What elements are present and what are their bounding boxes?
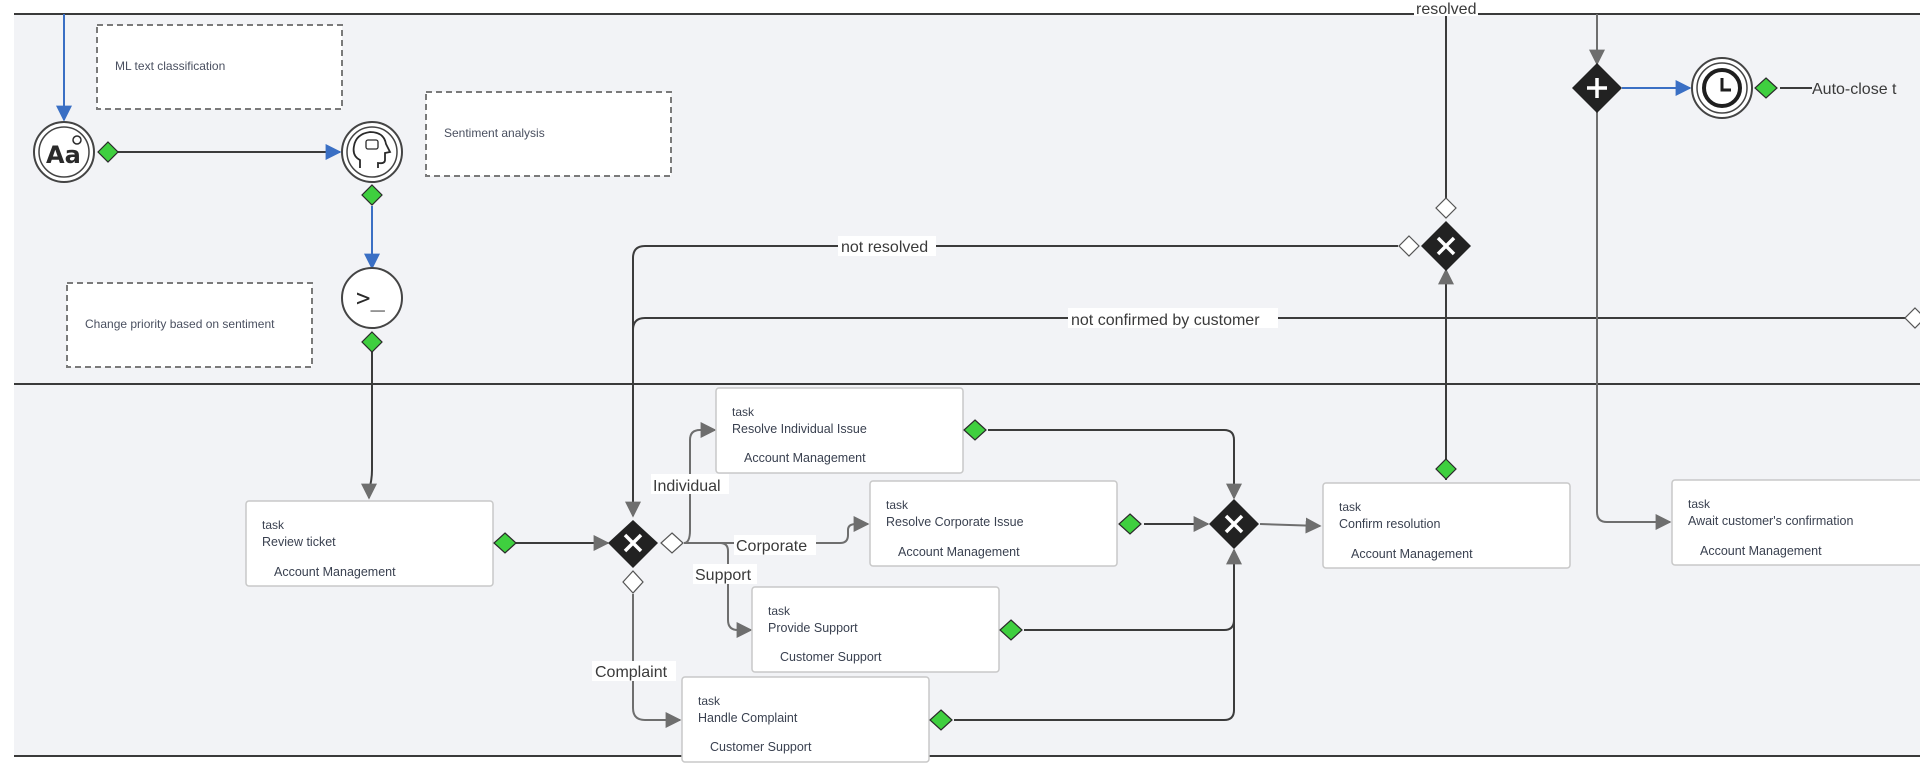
parallel-gateway[interactable] <box>1572 63 1622 113</box>
task-resolve-individual[interactable]: task Resolve Individual Issue Account Ma… <box>715 387 964 474</box>
ai-analysis-event[interactable] <box>341 121 403 183</box>
task-lane: Account Management <box>274 565 396 579</box>
port-timer-out[interactable] <box>1754 77 1778 99</box>
port-individual-out[interactable] <box>963 419 987 441</box>
port-complaint-out[interactable] <box>929 709 953 731</box>
port-gateway-out-right[interactable] <box>660 532 684 554</box>
annotation-sentiment-analysis[interactable]: Sentiment analysis <box>425 91 672 177</box>
port-corporate-out[interactable] <box>1118 513 1142 535</box>
x-icon <box>623 533 643 553</box>
task-name: Handle Complaint <box>698 711 798 725</box>
task-lane: Account Management <box>744 451 866 465</box>
edge-parallel-to-await[interactable] <box>1596 112 1672 530</box>
edge-not-confirmed[interactable] <box>632 317 1910 340</box>
annotation-ml-text-classification[interactable]: ML text classification <box>96 24 343 110</box>
merge-gateway[interactable] <box>1209 499 1259 549</box>
task-provide-support[interactable]: task Provide Support Customer Support <box>751 586 1000 673</box>
port-gateway-out-bottom[interactable] <box>622 570 644 594</box>
label-bg-resolved <box>1414 0 1478 16</box>
label-bg-complaint <box>592 661 676 681</box>
clock-icon <box>1702 68 1742 108</box>
task-name: Review ticket <box>262 535 336 549</box>
port-decision-out-left[interactable] <box>1398 235 1420 257</box>
edge-label-support: Support <box>695 567 752 584</box>
task-lane: Account Management <box>898 545 1020 559</box>
label-bg-corporate <box>734 535 816 555</box>
plus-icon <box>1587 78 1607 98</box>
task-type: task <box>768 604 791 618</box>
annotation-box <box>96 24 343 110</box>
terminal-icon: >_ <box>356 284 385 312</box>
edge-gateway-to-support[interactable] <box>684 542 753 638</box>
ai-head-icon <box>352 131 392 168</box>
edge-label-not-confirmed: not confirmed by customer <box>1071 312 1260 329</box>
task-lane: Customer Support <box>780 650 882 664</box>
edge-complaint-to-merge[interactable] <box>954 620 1235 721</box>
task-name: Resolve Individual Issue <box>732 422 867 436</box>
edge-gateway-to-corporate[interactable] <box>684 516 870 544</box>
task-review-ticket[interactable]: task Review ticket Account Management <box>245 500 494 587</box>
task-name: Resolve Corporate Issue <box>886 515 1024 529</box>
task-lane: Account Management <box>1700 544 1822 558</box>
task-type: task <box>1688 497 1711 511</box>
port-decision-out-top[interactable] <box>1435 197 1457 219</box>
edge-merge-to-confirm[interactable] <box>1259 517 1322 534</box>
port-review-out[interactable] <box>493 532 517 554</box>
annotation-change-priority[interactable]: Change priority based on sentiment <box>66 282 313 368</box>
port-text-classification-out[interactable] <box>97 141 119 163</box>
port-ai-out[interactable] <box>361 184 383 206</box>
x-icon <box>1436 236 1456 256</box>
label-bg-not-confirmed <box>1068 308 1278 328</box>
task-name: Provide Support <box>768 621 858 635</box>
split-gateway[interactable] <box>608 520 658 568</box>
edge-label-not-resolved: not resolved <box>841 239 928 256</box>
edge-script-to-review[interactable] <box>361 352 377 500</box>
resolution-decision-gateway[interactable] <box>1421 221 1471 271</box>
annotation-box <box>425 91 672 177</box>
edge-gateway-to-individual[interactable] <box>683 422 717 544</box>
edge-individual-to-merge[interactable] <box>988 429 1242 500</box>
annotation-text: ML text classification <box>115 59 225 73</box>
task-type: task <box>886 498 909 512</box>
edge-not-resolved[interactable] <box>625 245 1398 518</box>
script-event[interactable]: >_ <box>341 267 403 329</box>
port-script-out[interactable] <box>361 331 383 353</box>
task-type: task <box>262 518 285 532</box>
timer-event[interactable] <box>1691 57 1753 119</box>
task-lane: Customer Support <box>710 740 812 754</box>
edge-label-auto-close: Auto-close t <box>1812 81 1897 98</box>
task-type: task <box>1339 500 1362 514</box>
text-classification-icon: Aa <box>46 141 81 169</box>
port-await-out[interactable] <box>1904 307 1920 329</box>
task-handle-complaint[interactable]: task Handle Complaint Customer Support <box>681 676 930 763</box>
edge-label-resolved: resolved <box>1416 1 1476 18</box>
label-bg-individual <box>651 474 729 494</box>
task-confirm-resolution[interactable]: task Confirm resolution Account Manageme… <box>1322 482 1571 569</box>
task-lane: Account Management <box>1351 547 1473 561</box>
edge-label-individual: Individual <box>653 478 721 495</box>
label-bg-support <box>693 564 757 584</box>
x-icon <box>1224 514 1244 534</box>
label-bg-not-resolved <box>838 236 936 256</box>
edge-gateway-to-complaint[interactable] <box>632 594 682 728</box>
edge-label-corporate: Corporate <box>736 538 807 555</box>
annotation-text: Sentiment analysis <box>444 126 545 140</box>
text-classification-event[interactable]: Aa <box>33 121 95 183</box>
task-type: task <box>698 694 721 708</box>
task-await-confirmation[interactable]: task Await customer's confirmation Accou… <box>1671 479 1920 566</box>
port-confirm-out[interactable] <box>1435 458 1457 480</box>
task-type: task <box>732 405 755 419</box>
annotation-box <box>66 282 313 368</box>
task-resolve-corporate[interactable]: task Resolve Corporate Issue Account Man… <box>869 480 1118 567</box>
task-name: Await customer's confirmation <box>1688 514 1853 528</box>
task-name: Confirm resolution <box>1339 517 1440 531</box>
edge-label-complaint: Complaint <box>595 664 668 681</box>
annotation-text: Change priority based on sentiment <box>85 317 275 331</box>
port-support-out[interactable] <box>999 619 1023 641</box>
